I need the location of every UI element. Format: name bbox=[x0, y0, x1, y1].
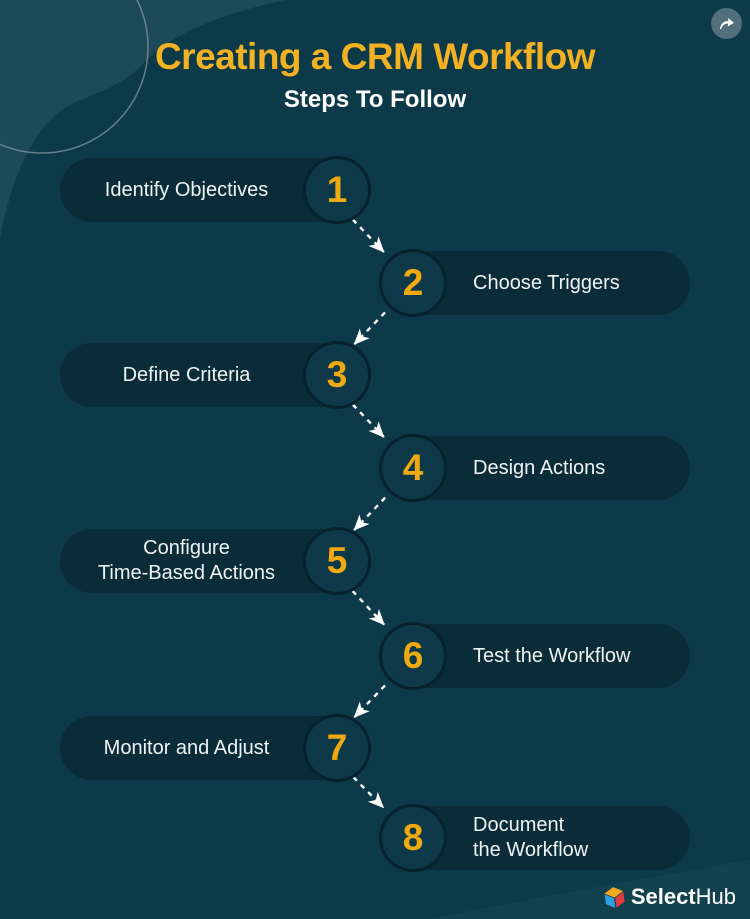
step-label-line: the Workflow bbox=[473, 839, 589, 861]
step-label-line: Test the Workflow bbox=[473, 644, 631, 667]
step-label: Identify Objectives bbox=[105, 178, 268, 203]
brand-logo: SelectHub bbox=[604, 884, 736, 910]
step-number-circle: 5 bbox=[303, 527, 371, 595]
step-label-line: Time-Based Actions bbox=[97, 562, 276, 584]
step-number-circle: 4 bbox=[379, 434, 447, 502]
step-number: 6 bbox=[402, 635, 424, 676]
brand-text-select: Select bbox=[630, 884, 696, 909]
step-label: Define Criteria bbox=[123, 363, 251, 388]
step-connector-arrow bbox=[353, 684, 386, 718]
step-number-circle: 2 bbox=[379, 249, 447, 317]
step-label: Design Actions bbox=[473, 456, 605, 481]
step-label-line: Choose Triggers bbox=[473, 271, 620, 294]
step-row: Monitor and Adjust 7 bbox=[60, 714, 371, 782]
step-number-circle: 3 bbox=[303, 341, 371, 409]
share-arrow-icon bbox=[720, 18, 734, 29]
step-number-circle: 1 bbox=[303, 156, 371, 224]
brand-text: SelectHub bbox=[631, 884, 736, 910]
step-connector-arrow bbox=[351, 403, 385, 438]
step-label: Monitor and Adjust bbox=[104, 736, 270, 761]
step-number: 4 bbox=[402, 447, 424, 488]
step-number: 3 bbox=[326, 354, 348, 395]
step-connector-arrow bbox=[352, 776, 385, 809]
step-connector-arrow bbox=[353, 311, 386, 345]
step-number-circle: 7 bbox=[303, 714, 371, 782]
step-label: Test the Workflow bbox=[473, 644, 630, 669]
step-row: Identify Objectives 1 bbox=[60, 156, 371, 224]
page-subtitle: Steps To Follow bbox=[283, 86, 467, 113]
step-label: Choose Triggers bbox=[473, 271, 620, 296]
selecthub-cube-icon bbox=[604, 886, 625, 908]
step-row: Design Actions 4 bbox=[379, 434, 690, 502]
step-number: 7 bbox=[326, 727, 348, 768]
step-connector-arrow bbox=[353, 496, 387, 531]
step-row: Define Criteria 3 bbox=[60, 341, 371, 409]
step-label-line: Monitor and Adjust bbox=[103, 736, 270, 759]
step-number-circle: 6 bbox=[379, 622, 447, 690]
step-label: Document the Workflow bbox=[473, 813, 588, 863]
step-row: Choose Triggers 2 bbox=[379, 249, 690, 317]
step-label-line: Configure bbox=[143, 537, 230, 559]
page-title: Creating a CRM Workflow bbox=[154, 36, 596, 77]
step-label-line: Design Actions bbox=[473, 456, 606, 479]
step-number: 8 bbox=[402, 817, 424, 858]
brand-text-hub: Hub bbox=[695, 884, 736, 909]
step-connector-arrow bbox=[351, 218, 385, 253]
step-row: Document the Workflow 8 bbox=[379, 804, 690, 872]
step-label-line: Identify Objectives bbox=[104, 178, 269, 201]
step-number: 1 bbox=[326, 169, 348, 210]
header: Creating a CRM Workflow Steps To Follow bbox=[0, 36, 750, 114]
step-connector-arrow bbox=[351, 590, 385, 626]
step-number-circle: 8 bbox=[379, 804, 447, 872]
step-label-line: Document bbox=[473, 814, 565, 836]
step-number: 2 bbox=[402, 262, 424, 303]
step-label-line: Define Criteria bbox=[122, 363, 251, 386]
step-number: 5 bbox=[326, 540, 348, 581]
step-row: Test the Workflow 6 bbox=[379, 622, 690, 690]
share-button[interactable] bbox=[711, 8, 742, 39]
